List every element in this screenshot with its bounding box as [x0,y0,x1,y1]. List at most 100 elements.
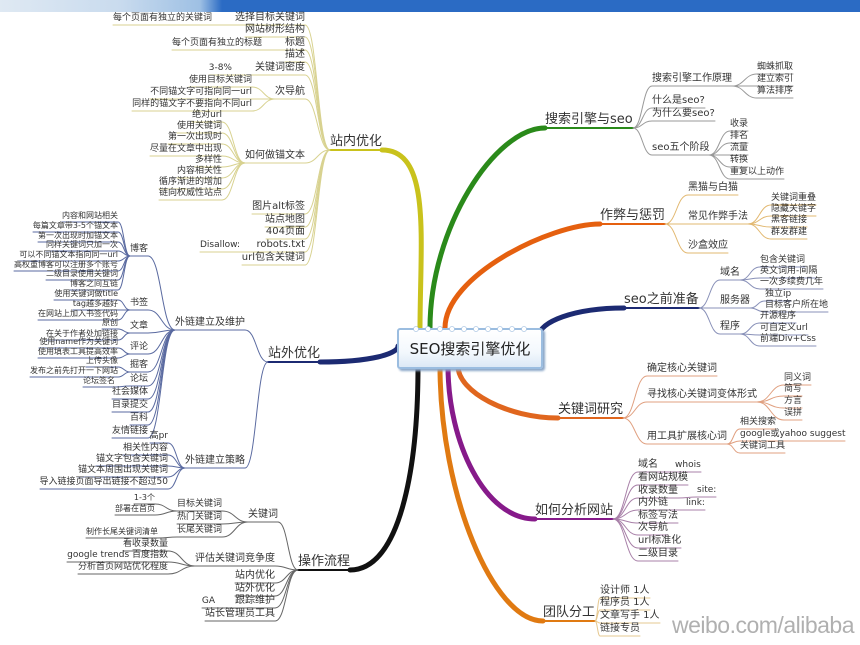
branch-item: 站内优化 [235,570,275,581]
leaf-item: 关键词重叠 [771,193,817,203]
branch-connector [304,98,331,151]
branch-connector [221,162,246,201]
leaf-item: 重复以上动作 [730,167,785,177]
branch-item: 二级目录 [638,548,678,559]
leaf-item: 第一次出现时加锚文本 [38,231,118,240]
branch-item: 什么是seo? [652,95,705,106]
leaf-item: 在网站上加入书签代码 [38,309,118,318]
leaf-item: 独立ip [765,289,792,299]
branch-item: 域名 [720,267,740,278]
branch-item: url包含关键词 [241,252,305,263]
main-branch-connector [442,221,603,331]
leaf-item: 算法排序 [757,86,794,96]
branch-connector [622,401,648,419]
branch-item: 关键词密度 [255,62,305,73]
branch-item: 图片alt标签 [252,201,305,212]
branch-connector [726,428,741,445]
branch-connector [147,329,176,439]
branch-item: seo五个阶段 [652,142,710,153]
branch-connector [221,121,246,164]
branch-item: 选择目标关键词 [235,12,305,23]
leaf-item: 不同锚文字可指向同一url [150,87,252,97]
branch-item: 站外优化 [235,583,275,594]
branch-item: url标准化 [638,535,682,546]
leaf-item: 可自定义url [760,323,808,333]
branch-item: 站点地图 [265,214,305,225]
main-branch-onsite: 站内优化 [329,134,382,149]
branch-connector [117,255,131,281]
leaf-item: GA [201,596,215,606]
branch-item: 收录数量 [638,485,678,496]
branch-item: 域名 [638,459,658,470]
branch-connector [749,307,766,313]
leaf-item: 二级目录使用关键词 [46,269,118,278]
main-branch-prep: seo之前准备 [624,292,699,307]
branch-connector [117,353,131,359]
branch-connector [747,204,772,225]
leaf-item: 论坛 [129,374,148,384]
branch-connector [167,467,186,478]
branch-connector [221,521,249,538]
branch-connector [251,86,276,100]
leaf-item: 每篇文章带3-5个锚文本 [32,221,118,230]
branch-connector [117,255,131,291]
leaf-item: 锚文本周围出现关键词 [77,465,168,475]
branch-item: 跟踪维护 [235,595,275,606]
branch-connector [221,132,246,164]
branch-item: 404页面 [265,226,305,237]
branch-connector [594,620,601,637]
branch-connector [612,518,639,562]
main-branch-connector [445,363,538,522]
leaf-item: 同义词 [784,373,812,383]
branch-connector [154,503,178,512]
leaf-item: whois [675,460,701,470]
branch-connector [274,569,299,622]
leaf-item: 论坛签名 [83,376,115,385]
leaf-item: 转换 [730,155,749,165]
leaf-item: 书签 [129,298,148,308]
leaf-item: Disallow: [199,240,240,250]
main-branch-process: 操作流程 [297,554,350,569]
leaf-item: 蜘蛛抓取 [757,62,794,72]
leaf-item: 误拼 [784,408,803,418]
branch-item: 程序 [720,321,740,332]
branch-item: 沙盒效应 [688,240,728,251]
leaf-item: 上传头像 [86,356,118,365]
branch-item: 如何做锚文本 [245,150,305,161]
branch-item: 为什么要seo? [652,108,715,119]
leaf-item: 英文词用-间隔 [760,266,818,276]
branch-connector [167,467,186,490]
leaf-item: 高pr [149,431,168,441]
main-branch-kw: 关键词研究 [558,402,624,417]
leaf-item: 前端Div+Css [760,334,816,344]
branch-item: 网站树形结构 [245,24,305,35]
binder-rings-decoration [411,326,529,332]
leaf-item: 方言 [784,396,803,406]
branch-connector [221,510,249,523]
branch-connector [708,130,731,156]
branch-item: 寻找核心关键词变体形式 [647,389,757,400]
branch-connector [664,223,689,254]
leaf-item: 看收录数量 [122,539,168,549]
branch-item: 常见作弊手法 [688,211,748,222]
branch-item: 服务器 [720,295,750,306]
branch-connector [147,309,176,331]
branch-connector [726,440,741,445]
leaf-item: 部署在首页 [115,504,155,513]
branch-connector [698,279,721,309]
branch-connector [304,149,331,240]
leaf-item: google trends 百度指数 [67,550,168,560]
branch-connector [154,510,178,516]
leaf-item: 目录提交 [111,400,148,410]
leaf-item: 排名 [730,131,749,141]
leaf-item: 每个页面有独立的关键词 [112,13,212,23]
branch-item: 设计师 1人 [600,585,650,596]
branch-connector [749,300,766,309]
leaf-item: 目标客户所在地 [765,300,829,310]
branch-connector [739,333,761,347]
leaf-item: 相关性内容 [122,443,168,453]
branch-connector [304,149,331,164]
branch-item: 标签写法 [638,510,678,521]
branch-item: 看网站规模 [638,472,688,483]
